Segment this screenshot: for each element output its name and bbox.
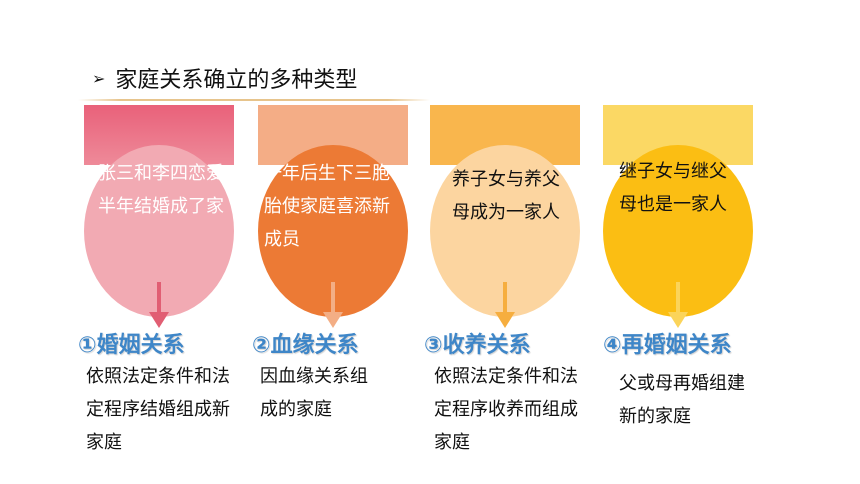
- card-description: 因血缘关系组成的家庭: [260, 366, 368, 420]
- card-title: ②血缘关系: [252, 333, 359, 358]
- down-arrow-icon: [323, 282, 343, 328]
- down-arrow-icon: [495, 282, 515, 328]
- relation-card-remarriage: 继子女与继父母也是一家人 ④再婚姻关系 父或母再婚组建新的家庭: [603, 105, 753, 455]
- section-heading: ➢ 家庭关系确立的多种类型: [92, 58, 357, 98]
- card-circle-text: 张三和李四恋爱半年结婚成了家: [98, 163, 224, 217]
- down-arrow-icon: [149, 282, 169, 328]
- card-description: 依照法定条件和法定程序结婚组成新家庭: [86, 366, 230, 453]
- card-circle-text: 一年后生下三胞胎使家庭喜添新成员: [264, 163, 390, 250]
- arrow-bullet-icon: ➢: [92, 68, 106, 88]
- down-arrow-icon: [668, 282, 688, 328]
- card-title: ③收养关系: [424, 333, 531, 358]
- heading-underline: [78, 99, 430, 101]
- section-heading-text: 家庭关系确立的多种类型: [115, 68, 358, 93]
- card-title: ④再婚姻关系: [603, 333, 732, 358]
- relation-card-blood: 一年后生下三胞胎使家庭喜添新成员 ②血缘关系 因血缘关系组成的家庭: [252, 105, 408, 455]
- card-title: ①婚姻关系: [78, 333, 185, 358]
- card-description: 依照法定条件和法定程序收养而组成家庭: [434, 366, 578, 453]
- card-circle-text: 养子女与养父母成为一家人: [452, 169, 560, 223]
- card-circle-text: 继子女与继父母也是一家人: [619, 161, 727, 215]
- card-description: 父或母再婚组建新的家庭: [619, 373, 745, 427]
- relation-card-adoption: 养子女与养父母成为一家人 ③收养关系 依照法定条件和法定程序收养而组成家庭: [424, 105, 580, 455]
- relation-card-marriage: 张三和李四恋爱半年结婚成了家 ①婚姻关系 依照法定条件和法定程序结婚组成新家庭: [78, 105, 234, 455]
